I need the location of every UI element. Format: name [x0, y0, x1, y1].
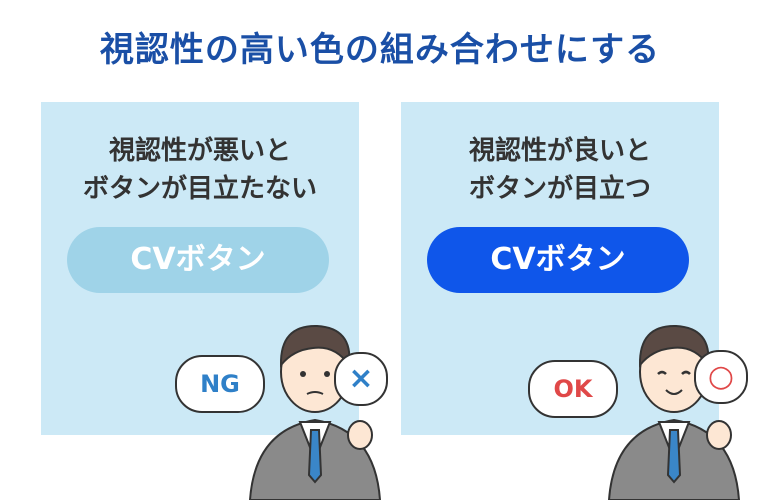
bad-example-panel: 視認性が悪いと ボタンが目立たない CVボタン	[41, 102, 359, 435]
businessman-ng-icon	[248, 324, 382, 500]
page-title: 視認性の高い色の組み合わせにする	[99, 30, 661, 70]
businessman-ok-icon	[607, 324, 741, 500]
bad-caption-line2: ボタンが目立たない	[82, 174, 317, 204]
good-caption-line2: ボタンが目立つ	[468, 174, 651, 204]
low-contrast-cv-button[interactable]: CVボタン	[67, 227, 329, 293]
ng-speech-bubble: NG	[175, 355, 265, 413]
o-sign-icon: ○	[694, 350, 748, 404]
bad-example-caption: 視認性が悪いと ボタンが目立たない	[41, 132, 359, 208]
good-example-caption: 視認性が良いと ボタンが目立つ	[401, 132, 719, 208]
bad-caption-line1: 視認性が悪いと	[108, 136, 291, 166]
good-caption-line1: 視認性が良いと	[468, 136, 651, 166]
high-contrast-cv-button[interactable]: CVボタン	[427, 227, 689, 293]
x-sign-icon: ×	[334, 352, 388, 406]
ok-speech-bubble: OK	[528, 360, 618, 418]
